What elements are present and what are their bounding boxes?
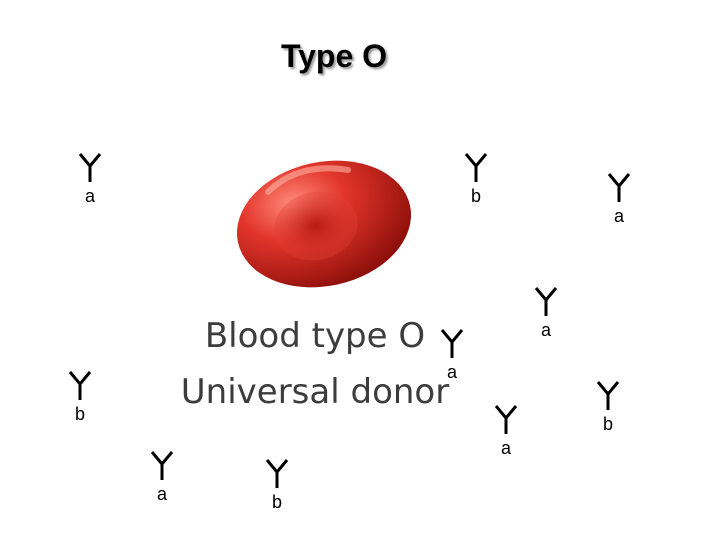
antibody-y-icon	[78, 153, 102, 182]
antibody-y-icon	[534, 287, 558, 316]
antibody-marker: a	[599, 172, 639, 242]
antibody-y-icon	[464, 153, 488, 182]
antibody-marker: a	[432, 328, 472, 398]
antibody-marker: b	[257, 458, 297, 528]
antibody-label: a	[500, 438, 511, 458]
antibody-y-icon	[150, 451, 174, 480]
antibody-marker: a	[486, 404, 526, 474]
antibody-y-icon	[440, 329, 464, 358]
antibody-marker: a	[142, 450, 182, 520]
antibody-label: b	[470, 186, 481, 206]
antibody-label: b	[271, 492, 282, 512]
antibody-marker: a	[70, 152, 110, 222]
antibody-y-icon	[596, 381, 620, 410]
antibody-label: b	[74, 404, 85, 424]
red-blood-cell-icon	[236, 160, 412, 288]
antibody-y-icon	[265, 459, 289, 488]
antibody-label: a	[84, 186, 95, 206]
antibody-marker: b	[60, 370, 100, 440]
antibody-marker: b	[456, 152, 496, 222]
antibody-y-icon	[607, 173, 631, 202]
cell-caption-blood-type: Blood type O	[204, 316, 426, 356]
antibody-label: a	[613, 206, 624, 226]
antibody-y-icon	[494, 405, 518, 434]
antibody-marker: b	[588, 380, 628, 450]
antibody-label: b	[602, 414, 613, 434]
antibody-marker: a	[526, 286, 566, 356]
red-blood-cell-image	[228, 152, 420, 302]
cell-caption-universal-donor: Universal donor	[180, 372, 450, 412]
diagram-title: Type O	[280, 38, 388, 74]
antibody-label: a	[446, 362, 457, 382]
antibody-label: a	[156, 484, 167, 504]
antibody-y-icon	[68, 371, 92, 400]
antibody-label: a	[540, 320, 551, 340]
